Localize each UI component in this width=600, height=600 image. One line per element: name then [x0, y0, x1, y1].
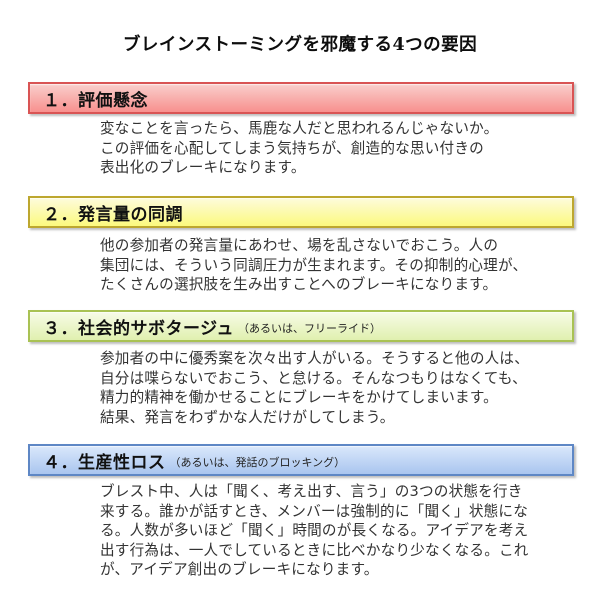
section-3-note: （あるいは、フリーライド）: [237, 321, 381, 335]
section-4-heading: ４．生産性ロス: [43, 452, 166, 473]
section-2-heading: ２．発言量の同調: [43, 204, 183, 225]
section-4-header-bar: ４．生産性ロス （あるいは、発話のブロッキング）: [28, 444, 574, 476]
section-1-heading: １．評価懸念: [43, 90, 148, 111]
section-2-header-bar: ２．発言量の同調: [28, 196, 574, 228]
section-3-heading: ３．社会的サボタージュ: [43, 318, 234, 339]
page-title: ブレインストーミングを邪魔する4つの要因: [122, 35, 478, 55]
section-3-body-text: 参加者の中に優秀案を次々出す人がいる。そうすると他の人は、 自分は喋らないでおこ…: [100, 350, 530, 426]
section-3-header-bar: ３．社会的サボタージュ （あるいは、フリーライド）: [28, 310, 574, 342]
section-4-note: （あるいは、発話のブロッキング）: [169, 455, 346, 469]
section-4-body-text: ブレスト中、人は「聞く、考え出す、言う」の3つの状態を行き 来する。誰かが話すと…: [100, 483, 529, 578]
section-2-body-text: 他の参加者の発言量にあわせ、場を乱さないでおこう。人の 集団には、そういう同調圧…: [100, 237, 528, 293]
section-1-body-text: 変なことを言ったら、馬鹿な人だと思われるんじゃないか。 この評価を心配してしまう…: [100, 120, 499, 176]
section-1-header-bar: １．評価懸念: [28, 82, 574, 114]
